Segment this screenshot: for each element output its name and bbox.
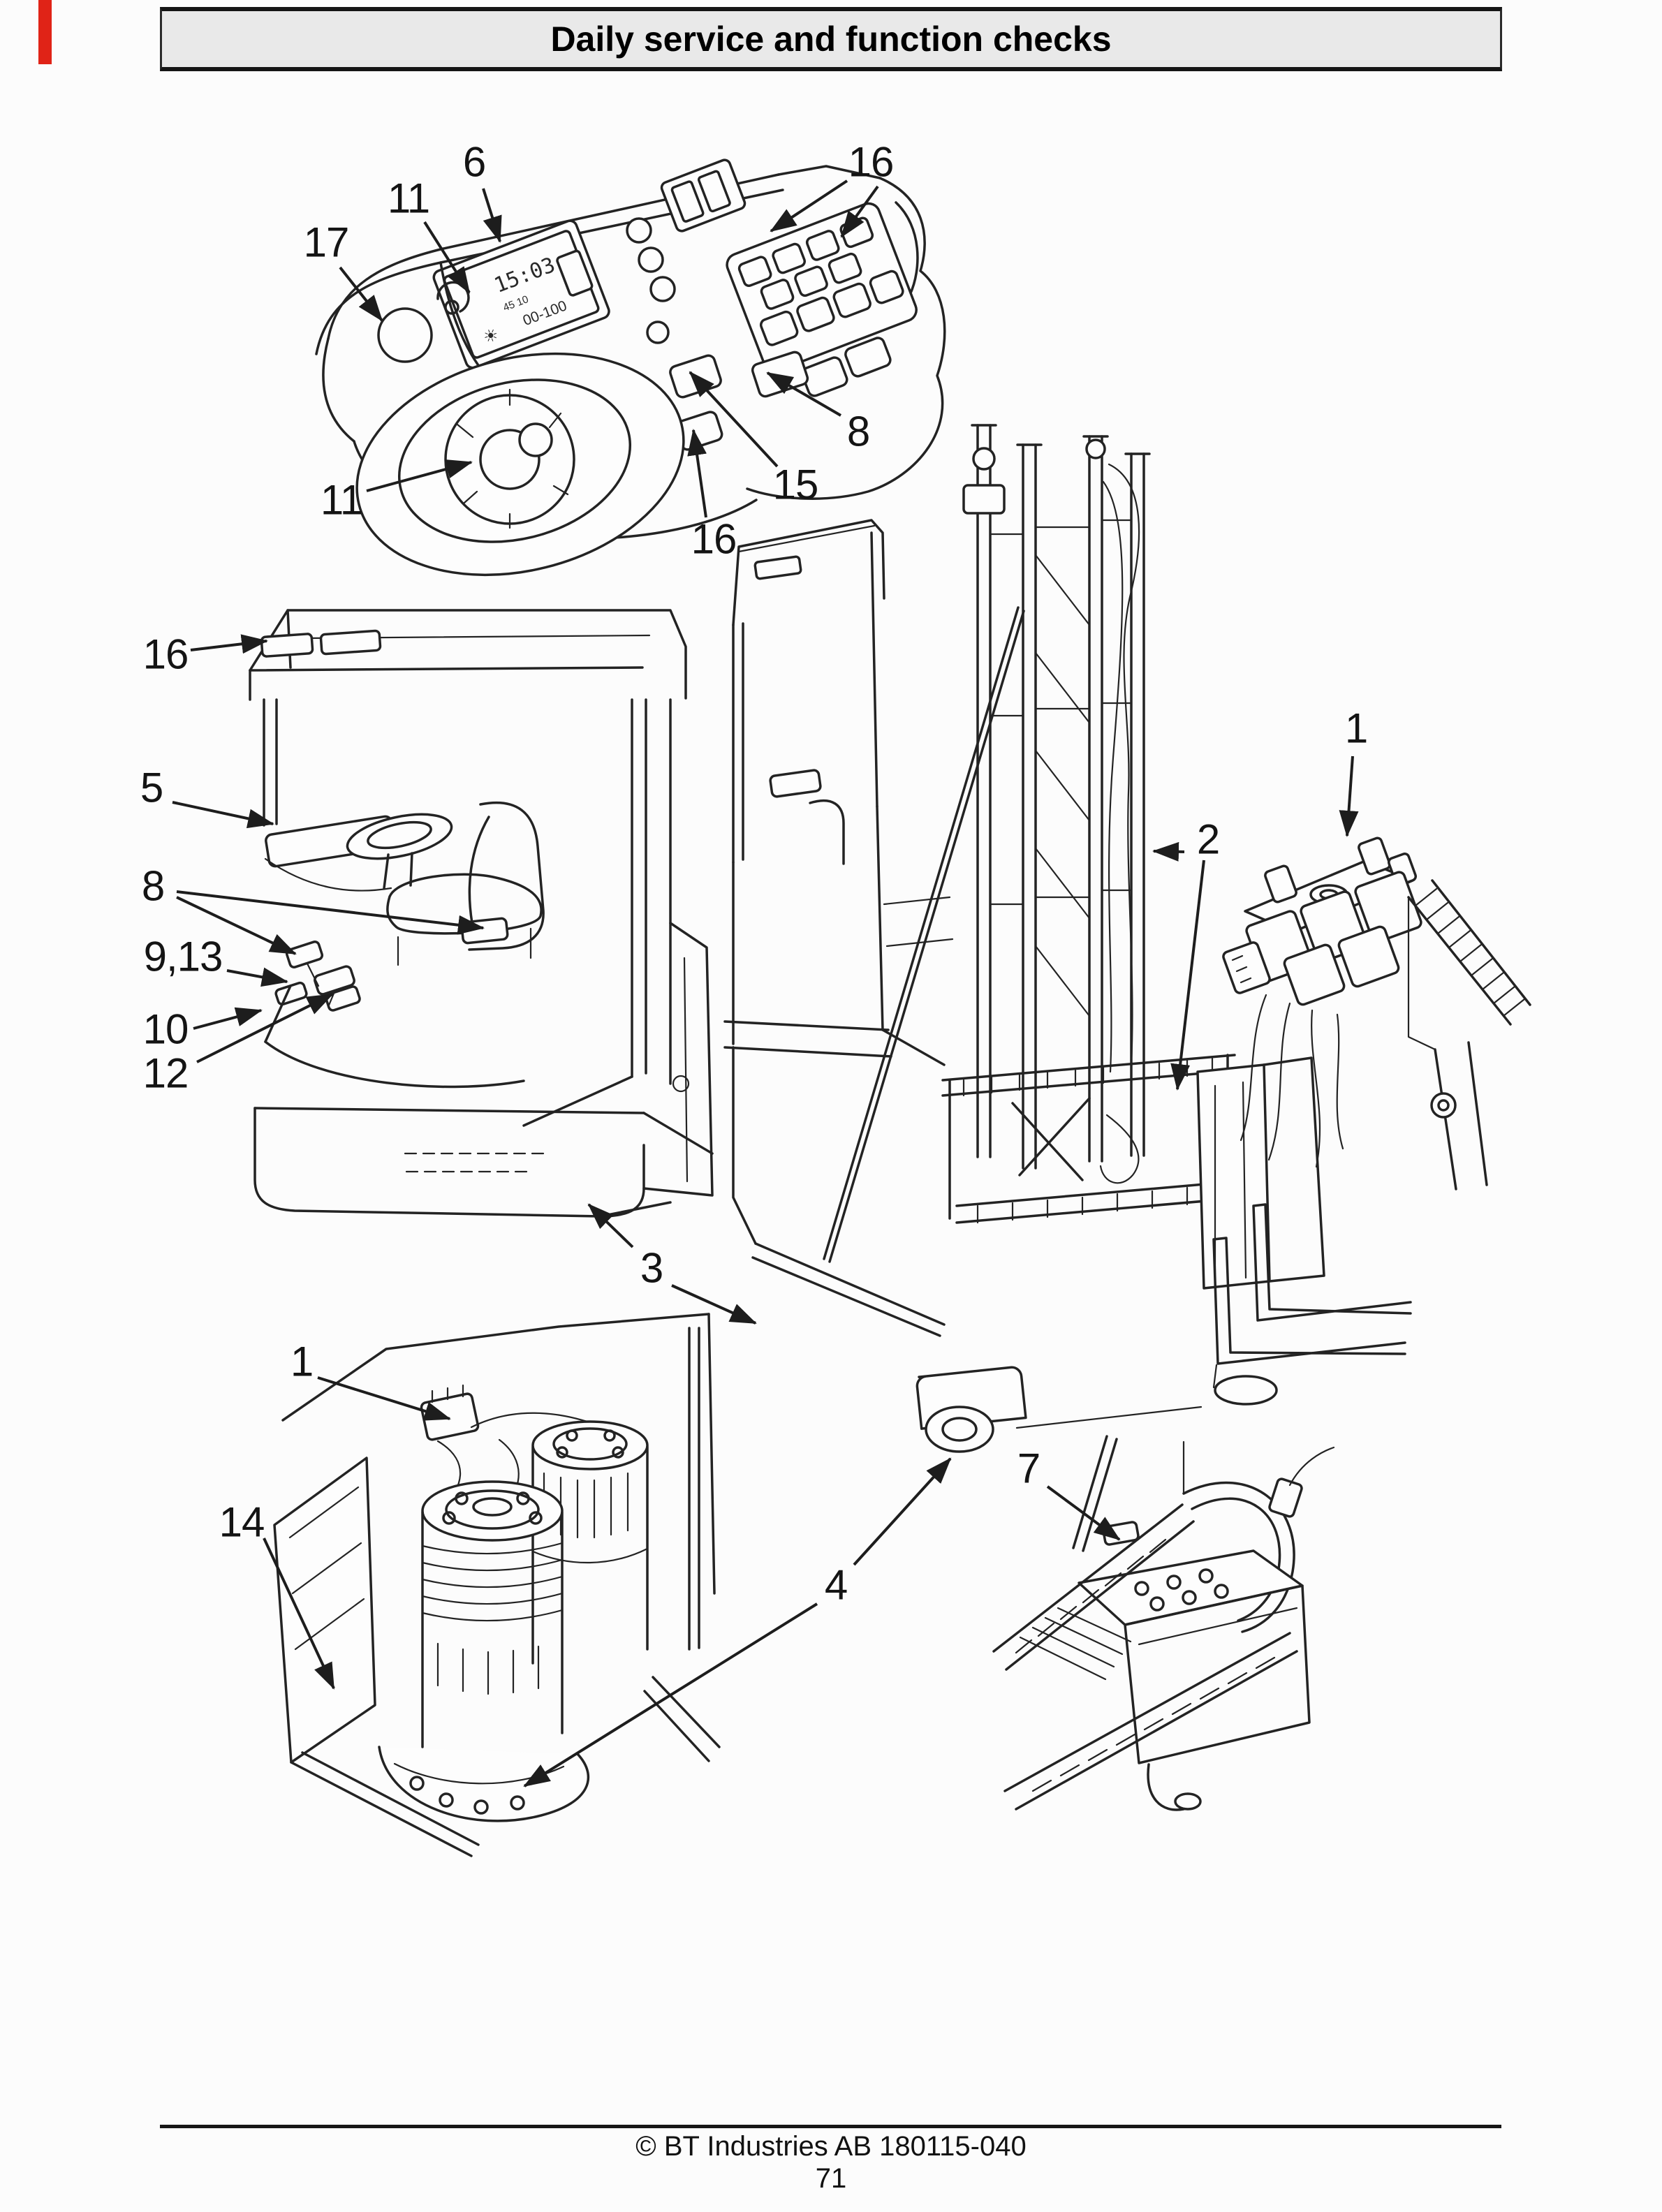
leader-arrow-16 [687,429,707,518]
battery-compartment-illustration [992,1435,1335,1811]
leader-arrow-16 [190,634,268,654]
cab-illustration [249,609,714,1218]
footer-rule [160,2125,1501,2128]
callout-label-5: 5 [140,764,163,811]
footer-copyright: © BT Industries AB 180115-040 [635,2131,1027,2162]
callout-label-7: 7 [1017,1445,1040,1492]
leader-arrow-4 [853,1457,952,1566]
leader-arrow-10 [193,1007,263,1030]
callout-label-12: 12 [142,1049,189,1097]
callout-label-16: 16 [691,515,737,563]
leader-arrow-7 [1046,1485,1121,1541]
page-title-box: Daily service and function checks [160,7,1502,71]
callout-label-16: 16 [142,631,189,678]
leader-arrow-4 [523,1602,818,1787]
callout-label-15: 15 [772,461,819,508]
leader-arrow-3 [671,1284,757,1325]
leader-arrow-1 [1339,755,1359,837]
page-edge-red-mark [38,0,52,64]
callout-label-10: 10 [142,1005,189,1053]
leader-arrow-8 [766,371,842,417]
leader-arrow-11 [366,459,473,492]
leader-arrow-2 [1170,860,1205,1091]
forklift-illustration [723,424,1412,1453]
callout-label-9-13: 9,13 [143,933,223,980]
callout-label-14: 14 [219,1498,265,1546]
callout-label-11: 11 [320,476,363,524]
callout-label-1: 1 [290,1338,314,1385]
page-title: Daily service and function checks [550,20,1112,59]
leader-arrow-3 [587,1203,634,1248]
callout-label-1: 1 [1344,705,1368,752]
leader-arrow-6 [482,188,502,243]
leader-arrow-11 [423,221,471,294]
callout-label-16: 16 [848,138,895,186]
leader-arrow-17 [339,266,383,322]
leader-arrow-1 [317,1376,451,1421]
valve-block-illustration [1222,836,1531,1190]
leader-arrow-9-13 [226,967,288,987]
callout-label-3: 3 [640,1244,663,1292]
callout-label-8: 8 [846,408,870,455]
callout-label-8: 8 [141,862,165,910]
leader-arrow-12 [196,993,334,1063]
callout-label-2: 2 [1196,816,1220,863]
callout-label-17: 17 [303,219,350,266]
leader-arrow-2 [1152,841,1185,862]
leader-arrow-5 [172,801,274,829]
leader-arrow-8 [176,890,485,935]
leader-arrow-16 [840,185,879,238]
leader-arrow-8 [176,896,297,955]
page-number: 71 [815,2163,847,2194]
callout-label-11: 11 [387,175,430,222]
leader-arrow-14 [263,1538,335,1690]
leader-arrow-15 [689,371,779,468]
console-illustration: 15:03 45 10 00-100 ☀ [315,158,946,577]
leader-arrow-16 [770,179,848,233]
callout-label-6: 6 [462,138,486,186]
callout-label-4: 4 [824,1561,848,1609]
